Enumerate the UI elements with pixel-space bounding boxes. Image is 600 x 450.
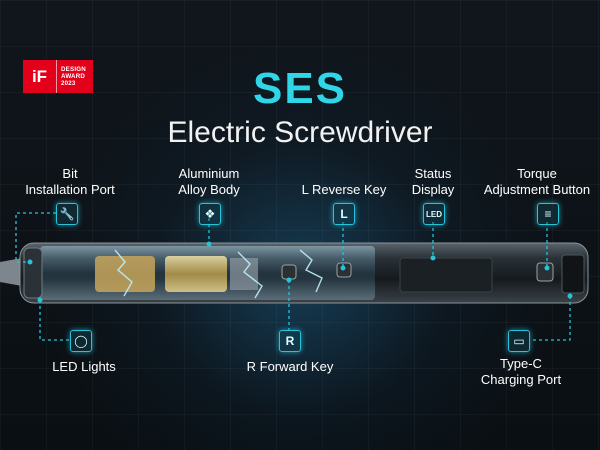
alloy-body-label: Aluminium Alloy Body [178,166,240,197]
leader-dots [27,241,573,303]
product-subtitle: Electric Screwdriver [167,116,433,149]
status-display [399,257,493,293]
torque-button-label: Torque Adjustment Button [483,166,591,197]
motor [95,256,155,292]
reverse-key-label: L Reverse Key [301,182,387,197]
award-line-2: AWARD [61,73,86,80]
battery-cell [165,256,227,292]
charging-port-label: Type-C Charging Port [480,356,562,387]
if-design-award-badge: iF DESIGN AWARD 2023 [23,60,93,93]
led-lights-label: LED Lights [52,359,116,374]
bit-port-label: Bit Installation Port [25,166,115,197]
wrench-icon: 🔧 [56,203,78,225]
award-line-3: 2023 [61,80,76,87]
forward-key [281,264,297,280]
slider-icon: ≡ [537,203,559,225]
metal-icon: ❖ [199,203,221,225]
if-logo: iF [23,60,57,93]
torque-button [536,262,554,282]
end-cap [561,254,585,294]
screwdriver-bit [0,258,22,286]
led-display-icon: LED [423,203,445,225]
front-ring [23,247,43,299]
lightning-effect-2 [237,251,263,299]
gear-section [230,258,258,290]
leader-lines [15,212,571,341]
lightning-effect-3 [299,249,323,293]
l-key-icon: L [333,203,355,225]
bulb-icon: ◯ [70,330,92,352]
lightning-effect-1 [114,249,133,297]
usb-c-icon: ▭ [508,330,530,352]
r-key-icon: R [279,330,301,352]
forward-key-label: R Forward Key [246,359,334,374]
status-display-label: Status Display [411,166,455,197]
product-title: SES [252,64,348,113]
award-line-1: DESIGN [61,66,86,73]
